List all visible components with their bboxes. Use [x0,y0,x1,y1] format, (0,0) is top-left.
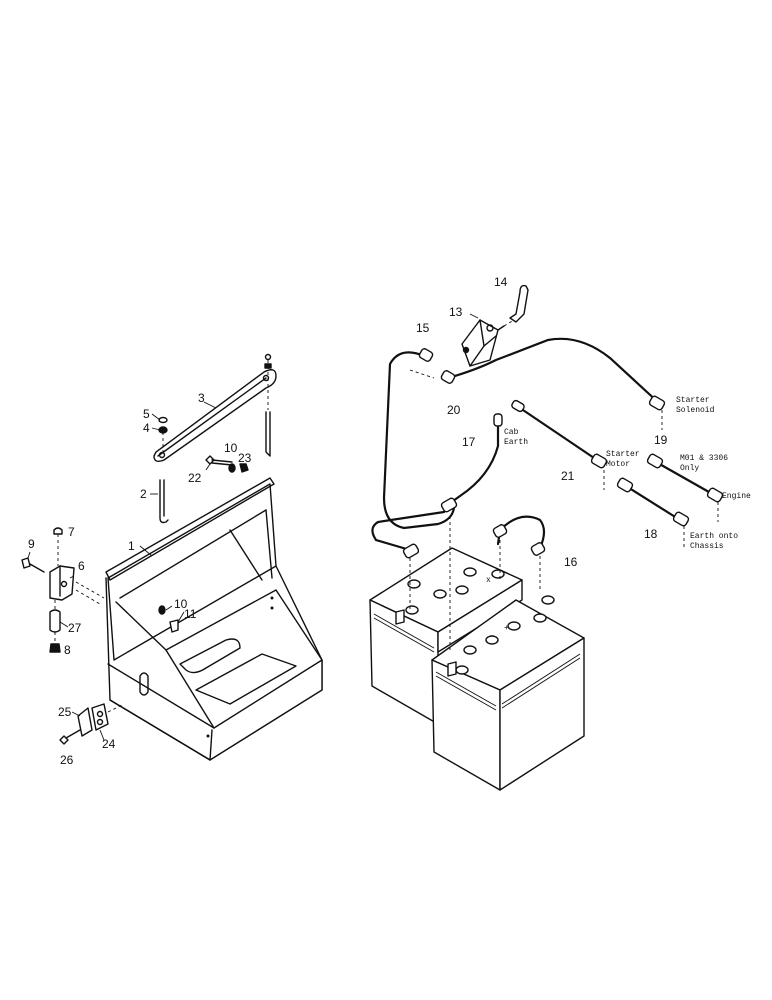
j-bolt-right [264,353,272,457]
bolt-22-assembly [205,455,249,473]
battery-box [105,477,323,761]
label-m01-1: M01 & 3306 [680,454,728,463]
part-number-13: 13 [449,305,463,319]
part-number-15: 15 [416,321,430,335]
part-number-23: 23 [238,451,252,465]
battery-front: + [431,595,585,791]
part-number-4: 4 [143,421,150,435]
label-starter-motor-2: Motor [606,460,630,469]
label-cab-earth-2: Earth [504,438,528,447]
label-cab-earth-1: Cab [504,428,519,437]
part-number-22: 22 [188,471,202,485]
part-number-27: 27 [68,621,82,635]
part-number-10b: 10 [174,597,188,611]
part-number-8: 8 [64,643,71,657]
part-number-10a: 10 [224,441,238,455]
svg-text:+: + [504,624,509,633]
part-number-2: 2 [140,487,147,501]
label-earth-chassis-2: Chassis [690,542,724,551]
part-number-9: 9 [28,537,35,551]
nut-and-washer-4-5 [151,413,168,452]
label-starter-solenoid-1: Starter [676,396,710,405]
part-numbers: 1 2 3 4 5 6 7 8 9 10 10 11 13 14 15 16 1… [28,275,668,767]
label-starter-solenoid-2: Solenoid [676,406,715,415]
label-m01-2: Only [680,464,699,473]
label-starter-motor-1: Starter [606,450,640,459]
part-number-1: 1 [128,539,135,553]
part-number-26: 26 [60,753,74,767]
part-number-16: 16 [564,555,578,569]
part-number-14: 14 [494,275,508,289]
part-number-5: 5 [143,407,150,421]
clamp-strap [153,369,277,463]
starter-solenoid-13 [461,284,529,367]
part-number-24: 24 [102,737,116,751]
cable-labels: Starter Solenoid Cab Earth Starter Motor… [504,396,751,551]
washer-nut-10-11 [158,605,185,633]
part-number-11: 11 [184,607,197,621]
label-earth-chassis-1: Earth onto [690,532,738,541]
terminal-lugs [402,348,724,559]
part-number-21: 21 [561,469,575,483]
battery-rear: x [369,547,523,725]
part-number-19: 19 [654,433,668,447]
label-engine: Engine [722,492,751,501]
j-bolt-left [150,479,169,524]
part-number-6: 6 [78,559,85,573]
part-number-3: 3 [198,391,205,405]
alignment-lines [409,369,719,650]
part-number-18: 18 [644,527,658,541]
bracket-assembly-6 [21,527,105,653]
part-number-17: 17 [462,435,476,449]
part-number-7: 7 [68,525,75,539]
part-number-20: 20 [447,403,461,417]
svg-text:x: x [486,576,491,585]
latch-assembly-24 [59,703,125,745]
part-number-25: 25 [58,705,72,719]
